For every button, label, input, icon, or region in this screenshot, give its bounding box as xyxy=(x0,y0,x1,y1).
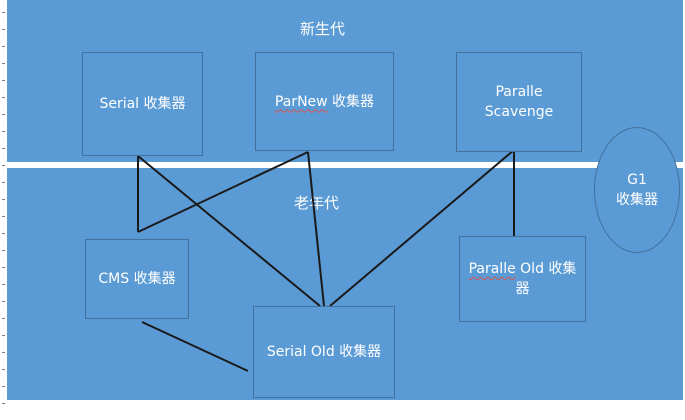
margin-tick xyxy=(2,182,5,183)
connector-parnew-to-serial-old xyxy=(307,151,325,307)
parallel-scavenge-label-line2: Scavenge xyxy=(484,104,554,120)
g1-collector-ellipse: G1 收集器 xyxy=(594,127,680,253)
margin-tick xyxy=(2,97,5,98)
margin-tick xyxy=(2,352,5,353)
connector-parnew-to-cms xyxy=(137,151,309,233)
margin-tick xyxy=(2,250,5,251)
margin-tick xyxy=(2,403,5,404)
margin-tick xyxy=(2,301,5,302)
margin-tick xyxy=(2,267,5,268)
connector-serial-to-serial-old xyxy=(137,155,321,307)
parallel-scavenge-collector-box: Paralle Scavenge xyxy=(456,52,582,152)
connector-cms-to-serial-old xyxy=(141,321,249,372)
margin-tick xyxy=(2,46,5,47)
parnew-collector-label: ParNew 收集器 xyxy=(275,92,374,112)
margin-tick xyxy=(2,284,5,285)
serial-old-collector-box: Serial Old 收集器 xyxy=(253,306,395,398)
parallel-old-collector-name: Paralle xyxy=(468,261,516,277)
g1-label-line2: 收集器 xyxy=(616,192,658,208)
cms-collector-box: CMS 收集器 xyxy=(85,239,189,319)
old-generation-title: 老年代 xyxy=(294,194,340,212)
margin-tick xyxy=(2,318,5,319)
margin-tick xyxy=(2,369,5,370)
cms-collector-label: CMS 收集器 xyxy=(98,271,176,287)
parallel-scavenge-label-line1: Paralle xyxy=(495,84,543,100)
page-margin-ticks xyxy=(0,0,7,420)
parallel-old-collector-suffix: Old 收集器 xyxy=(515,261,577,297)
margin-tick xyxy=(2,12,5,13)
margin-tick xyxy=(2,199,5,200)
margin-tick xyxy=(2,131,5,132)
parallel-old-collector-label: Paralle Old 收集器 xyxy=(466,259,579,299)
g1-label-line1: G1 xyxy=(627,172,647,188)
serial-collector-label: Serial 收集器 xyxy=(99,96,186,112)
margin-tick xyxy=(2,114,5,115)
margin-tick xyxy=(2,148,5,149)
serial-old-collector-label: Serial Old 收集器 xyxy=(266,344,382,360)
margin-tick xyxy=(2,216,5,217)
parallel-old-collector-box: Paralle Old 收集器 xyxy=(459,236,586,322)
parnew-collector-box: ParNew 收集器 xyxy=(255,52,394,151)
margin-tick xyxy=(2,233,5,234)
parnew-collector-suffix: 收集器 xyxy=(327,93,375,110)
young-generation-title: 新生代 xyxy=(300,20,346,38)
margin-tick xyxy=(2,80,5,81)
serial-collector-box: Serial 收集器 xyxy=(82,52,203,156)
margin-tick xyxy=(2,63,5,64)
generation-divider xyxy=(7,162,683,168)
margin-tick xyxy=(2,386,5,387)
margin-tick xyxy=(2,335,5,336)
connector-parallel-scavenge-to-serial-old xyxy=(329,149,515,307)
parnew-collector-name: ParNew xyxy=(274,93,328,110)
margin-tick xyxy=(2,29,5,30)
margin-tick xyxy=(2,165,5,166)
